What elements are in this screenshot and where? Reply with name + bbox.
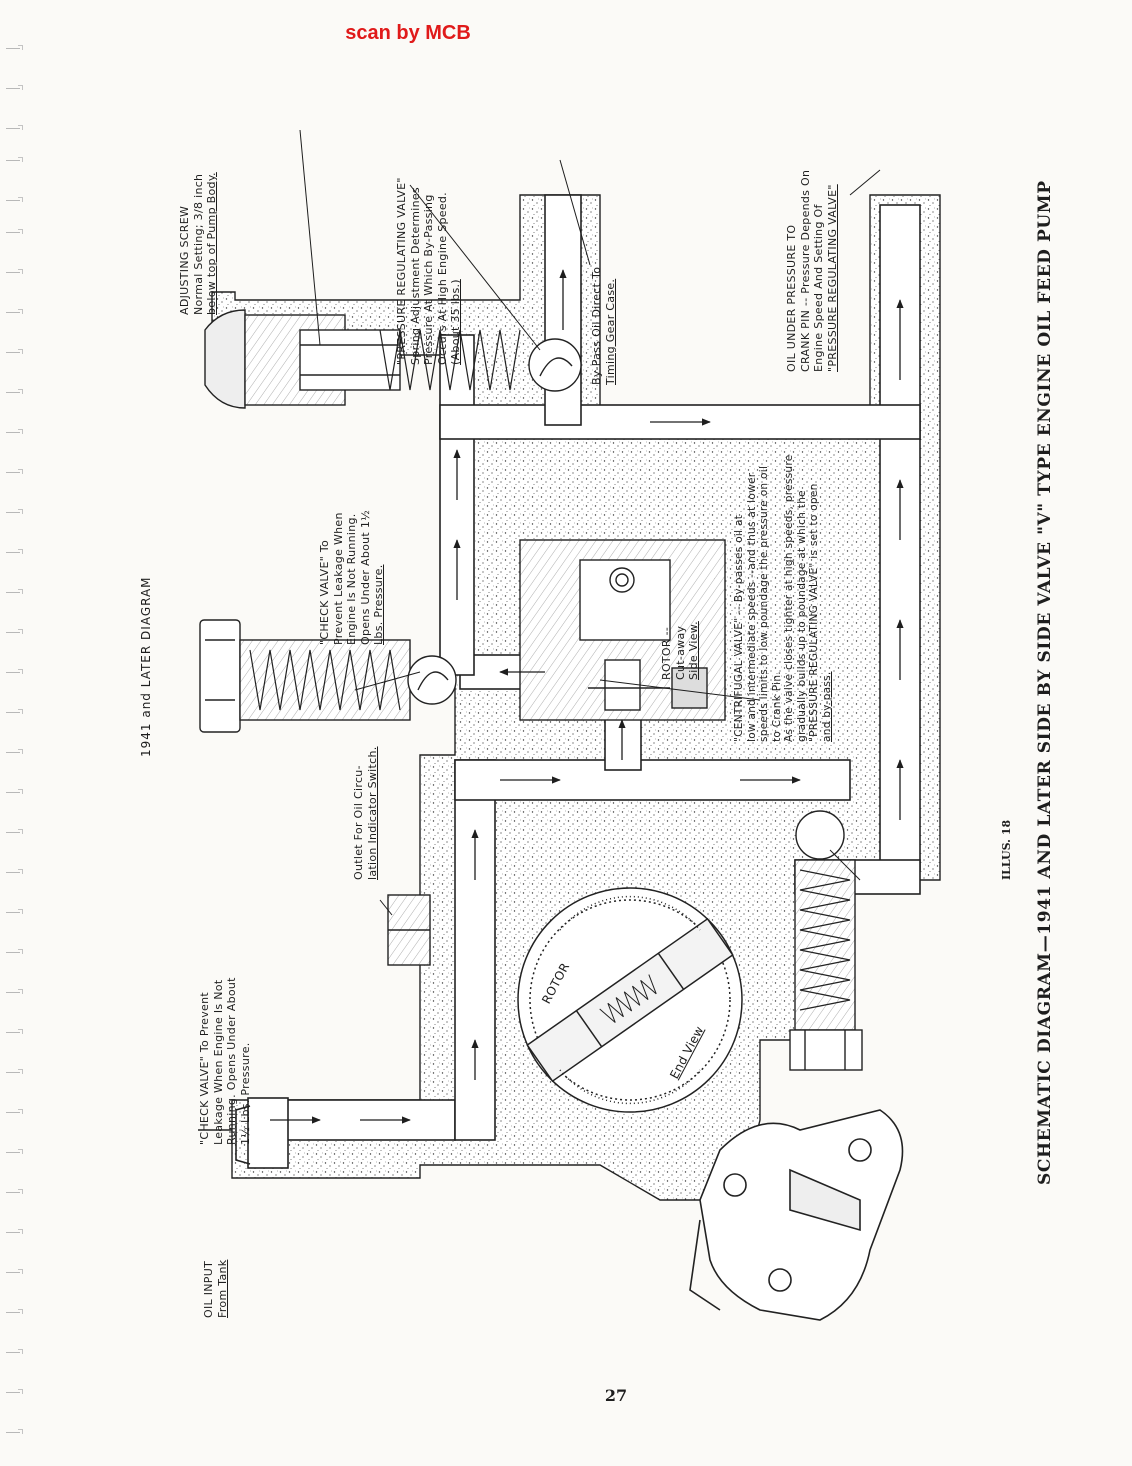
rotor-end-view xyxy=(517,887,743,1113)
check-valve-top-label: "CHECK VALVE" To Prevent Leakage When En… xyxy=(318,509,385,645)
check-valve-top xyxy=(199,619,457,733)
check-valve-bottom xyxy=(789,810,863,1071)
outlet-label: Outlet For Oil Circu- lation Indicator S… xyxy=(352,746,379,880)
flow-arrows xyxy=(270,269,904,1124)
check-valve-bottom-label: "CHECK VALVE" To Prevent Leakage When En… xyxy=(198,977,252,1145)
bypass-label: By-Pass Oil Direct To Timing Gear Case. xyxy=(590,266,617,385)
pressure-valve-label: "PRESSURE REGULATING VALVE" Spring Adjus… xyxy=(395,177,462,365)
illus-number: ILLUS. 18 xyxy=(1000,819,1013,880)
binder-holes xyxy=(0,0,30,1466)
page-number: 27 xyxy=(604,1386,628,1405)
input-fitting xyxy=(198,1097,289,1169)
centrifugal-valve-label: "CENTRIFUGAL VALVE" -- By-passes oil at … xyxy=(733,454,833,742)
oil-input-label: OIL INPUT From Tank xyxy=(202,1259,229,1318)
adjusting-screw-label: ADJUSTING SCREW Normal Setting; 3/8 inch… xyxy=(178,172,218,315)
scan-credit: scan by MCB xyxy=(345,22,471,44)
rotor-cutaway xyxy=(519,539,726,721)
rotor-cutaway-label: ROTOR -- Cut-away Side View. xyxy=(660,621,700,680)
pressure-regulating-valve xyxy=(204,309,582,409)
pump-exterior-sketch xyxy=(689,1109,904,1321)
oil-pressure-label: OIL UNDER PRESSURE TO CRANK PIN -- Press… xyxy=(785,169,839,372)
diagram-title: 1941 and LATER DIAGRAM xyxy=(139,576,153,757)
outlet-fitting xyxy=(387,894,431,966)
leader-lines xyxy=(299,129,881,916)
figure-caption: SCHEMATIC DIAGRAM—1941 AND LATER SIDE BY… xyxy=(1035,180,1055,1185)
